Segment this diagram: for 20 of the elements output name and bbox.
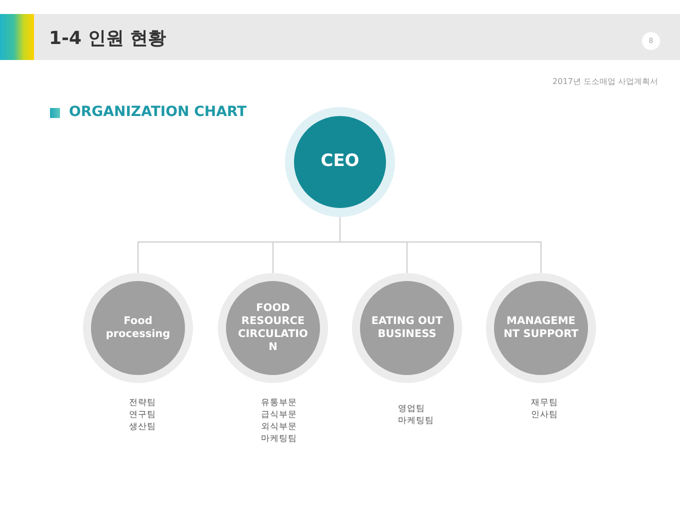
- team-list-item: 영업팀: [397, 403, 426, 415]
- page-title: 1-4 인원 현황: [49, 27, 166, 50]
- team-list-item: 급식부문: [260, 409, 297, 421]
- team-list-item: 인사팀: [530, 409, 558, 421]
- team-list-item: 재무팀: [530, 397, 558, 409]
- team-list-item: 외식부문: [260, 421, 297, 433]
- team-list-item: 전략팀: [128, 397, 156, 409]
- team-list-item: 유통부문: [260, 397, 297, 409]
- team-list-item: 마케팅팀: [260, 433, 297, 445]
- subtitle: 2017년 도소매업 사업계획서: [552, 76, 658, 87]
- department-circle: MANAGEME NT SUPPORT: [486, 273, 596, 383]
- ceo-circle: CEO: [285, 107, 395, 217]
- team-list-item: 생산팀: [128, 421, 156, 433]
- team-list-item: 마케팅팀: [397, 415, 434, 427]
- connector-line: [340, 216, 542, 274]
- department-circle: FOOD RESOURCE CIRCULATIO N: [218, 273, 328, 383]
- section-heading: ORGANIZATION CHART: [69, 104, 247, 120]
- team-list-item: 연구팀: [128, 409, 156, 421]
- department-circle: Food processing: [83, 273, 193, 383]
- department-circle: EATING OUT BUSINESS: [352, 273, 462, 383]
